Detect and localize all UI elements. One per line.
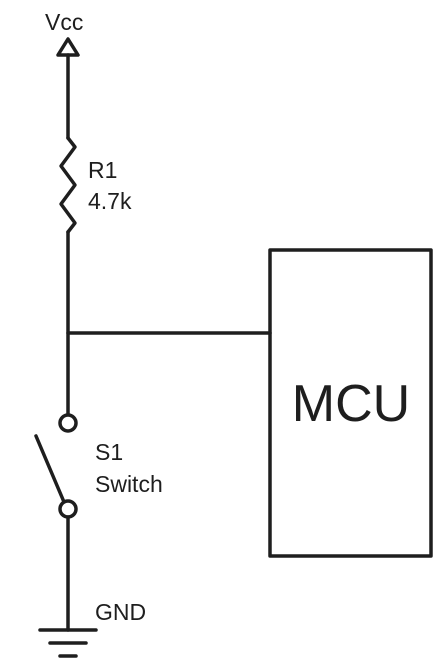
switch-icon (34, 413, 78, 519)
resistor-ref-label: R1 (88, 157, 117, 183)
vcc-arrow-icon (56, 37, 80, 57)
ground-label: GND (95, 599, 146, 625)
mcu-label: MCU (292, 375, 410, 433)
mcu-box (268, 248, 433, 558)
resistor-value-label: 4.7k (88, 188, 132, 214)
resistor-icon (59, 136, 77, 234)
switch-type-label: Switch (95, 471, 163, 497)
switch-ref-label: S1 (95, 439, 123, 465)
vcc-label: Vcc (45, 9, 83, 35)
ground-icon (38, 628, 98, 658)
